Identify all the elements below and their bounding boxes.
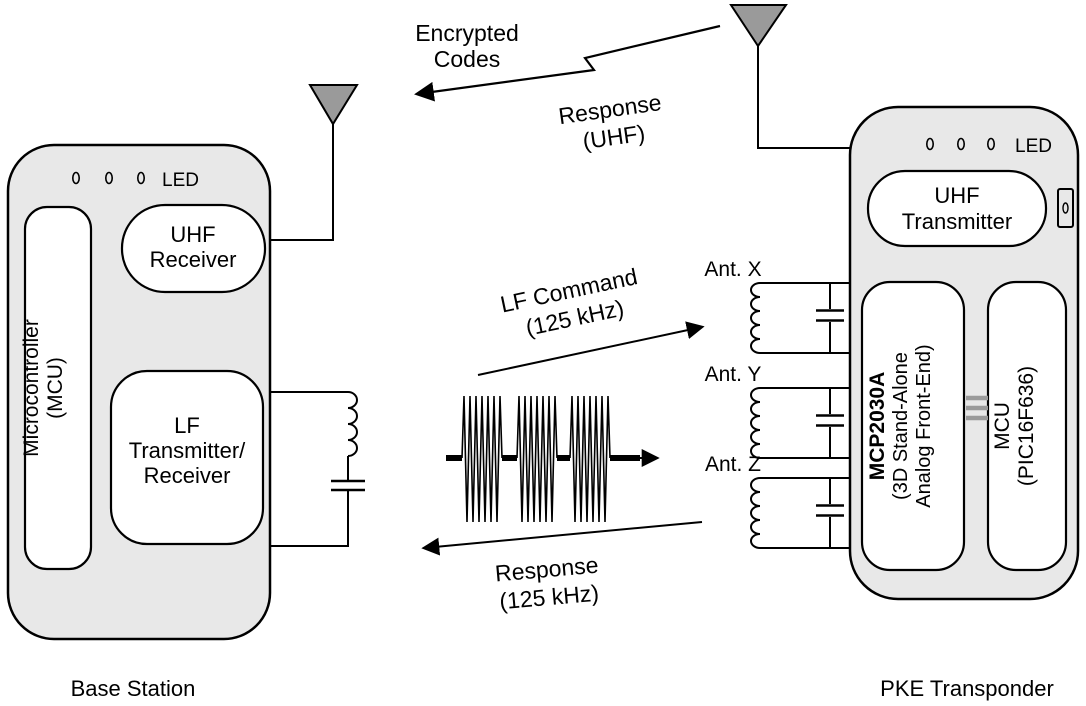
uhf-receiver-label-line1: UHF xyxy=(170,222,215,247)
transponder-mcu-label-line1: MCU xyxy=(991,402,1014,450)
uhf-transmitter-label-line2: Transmitter xyxy=(902,209,1012,234)
transponder-uhf-antenna-icon xyxy=(729,4,788,48)
lf-burst-waveform xyxy=(461,395,503,523)
lf-transceiver-label-line3: Receiver xyxy=(144,463,231,488)
side-button-dot xyxy=(1062,202,1069,214)
led-dot xyxy=(72,171,81,185)
transponder-uhf-antenna-wire xyxy=(757,46,852,149)
response-uhf-label-line1: Response xyxy=(557,89,663,129)
lf-transceiver-label-line2: Transmitter/ xyxy=(129,438,246,463)
antenna-x-capacitor-icon xyxy=(816,309,844,322)
base-mcu-label-line2: (MCU) xyxy=(44,357,67,419)
led-dot xyxy=(925,137,934,151)
encrypted-codes-label-line1: Encrypted xyxy=(415,20,519,46)
antenna-y-capacitor-icon xyxy=(816,414,844,427)
base-mcu-label-line1: Microcontroller xyxy=(20,319,43,457)
antenna-x-label: Ant. X xyxy=(704,258,761,281)
base-led-label: LED xyxy=(162,170,199,191)
uhf-transmitter-label-line1: UHF xyxy=(934,183,979,208)
mcp2030a-box xyxy=(860,280,966,572)
antenna-z-wire xyxy=(760,477,850,549)
lf-response-arrow xyxy=(421,521,703,556)
mcp2030a-label-line2: (3D Stand-Alone xyxy=(890,352,912,500)
lf-transceiver-box xyxy=(109,369,265,546)
antenna-z-coil-icon xyxy=(750,477,761,549)
lf-capacitor-icon xyxy=(331,479,365,492)
base-uhf-antenna-wire xyxy=(270,124,334,241)
lf-antenna-wire xyxy=(270,391,349,547)
pke-transponder-caption: PKE Transponder xyxy=(880,676,1054,701)
lf-burst-waveform xyxy=(516,395,558,523)
transponder-mcu-label-line2: (PIC16F636) xyxy=(1015,366,1038,486)
antenna-y-coil-icon xyxy=(750,387,761,459)
base-mcu-box xyxy=(23,205,93,571)
rf-links: Encrypted Codes Response (UHF) LF Comman… xyxy=(414,20,721,614)
uhf-response-arrow xyxy=(414,24,721,102)
transponder-led-label: LED xyxy=(1015,136,1052,157)
lf-burst-waveform xyxy=(569,395,611,523)
uhf-receiver-label-line2: Receiver xyxy=(150,247,237,272)
mcp2030a-label-line3: Analog Front-End) xyxy=(913,344,935,507)
lf-command-arrow xyxy=(477,321,705,376)
base-uhf-antenna-icon xyxy=(308,84,359,126)
led-dot xyxy=(986,137,995,151)
lf-coil-icon xyxy=(347,391,358,457)
side-button xyxy=(1057,188,1074,228)
base-station-caption: Base Station xyxy=(71,676,196,701)
uhf-transmitter-box xyxy=(866,169,1048,248)
antenna-y-label: Ant. Y xyxy=(705,363,762,386)
led-dot xyxy=(956,137,965,151)
mcp2030a-label-line1: MCP2030A xyxy=(866,372,889,481)
led-dot xyxy=(105,171,114,185)
base-station-module: LED Microcontroller (MCU) UHF Receiver L… xyxy=(6,84,365,701)
pke-transponder-module: LED UHF Transmitter MCP2030A (3D Stand-A… xyxy=(704,4,1080,701)
transponder-mcu-box xyxy=(986,280,1068,572)
encrypted-codes-label-line2: Codes xyxy=(434,46,500,72)
led-dot xyxy=(137,171,146,185)
antenna-y-wire xyxy=(760,387,850,459)
antenna-z-capacitor-icon xyxy=(816,504,844,517)
uhf-receiver-box xyxy=(120,203,267,294)
antenna-x-coil-icon xyxy=(750,282,761,354)
antenna-x-wire xyxy=(760,282,850,354)
lf-transceiver-label-line1: LF xyxy=(174,413,200,438)
antenna-z-label: Ant. Z xyxy=(705,453,761,476)
